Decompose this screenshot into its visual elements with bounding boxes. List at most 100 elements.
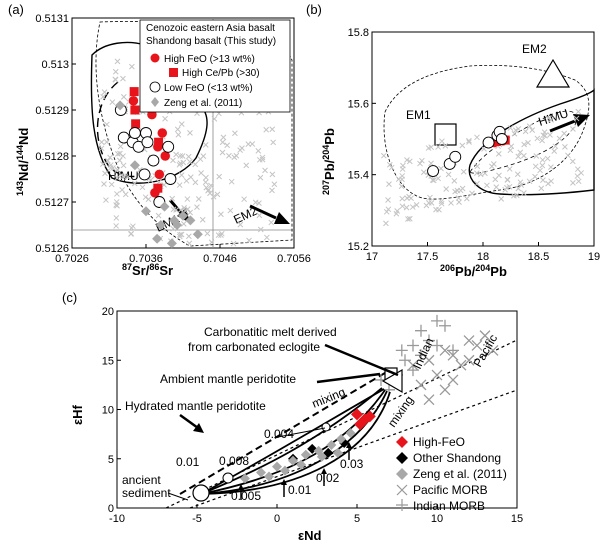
panel-b-bg-point <box>540 177 546 184</box>
panel-a-bg-point <box>176 161 183 168</box>
panel-c-mixing-curve-5 <box>200 388 385 495</box>
panel-a-bg-point <box>269 126 276 133</box>
panel-b-bg-point <box>448 200 454 206</box>
legend-a-zeng: Zeng et al. (2011) <box>164 98 242 109</box>
panel-c-point-s4-7 <box>439 319 451 332</box>
panel-b-bg-point <box>569 158 576 165</box>
panel-a-bg-point <box>120 75 126 82</box>
panel-b-bg-point <box>451 177 458 184</box>
panel-a-bg-point <box>156 179 162 185</box>
panel-c-point-s0-0 <box>351 408 363 421</box>
panel-b-bg-point <box>474 163 481 170</box>
panel-a-point-s3-9 <box>152 233 163 244</box>
panel-b-label: (b) <box>306 2 322 17</box>
panel-c-mixing-label-1: mixing <box>310 385 347 411</box>
panel-a-point-s3-6 <box>185 215 196 226</box>
panel-b-point-s2-0 <box>427 165 439 178</box>
panel-a-bg-point <box>257 174 264 181</box>
panel-a-bg-point <box>104 157 111 164</box>
panel-c-point-s2-13 <box>345 428 356 439</box>
panel-b-bg-point <box>403 204 410 211</box>
panel-a-dashed-curve <box>96 81 151 178</box>
panel-b-bg-point <box>399 173 406 179</box>
panel-a-bg-point <box>243 162 250 169</box>
panel-a-point-s3-11 <box>141 206 151 217</box>
panel-b-bg-point <box>400 162 406 169</box>
panel-b-bg-point <box>545 180 551 187</box>
panel-c-f008-marker <box>222 472 234 484</box>
panel-b-bg-point <box>443 186 450 192</box>
panel-c-frac-arrowhead-2 <box>281 479 287 485</box>
panel-a-point-s2-3 <box>128 127 141 139</box>
panel-a-bg-point <box>173 151 179 158</box>
panel-b-bg-point <box>408 195 414 202</box>
panel-a-bg-point <box>195 196 202 202</box>
panel-c-point-s2-9 <box>264 471 274 482</box>
panel-b-bg-point <box>521 141 527 148</box>
panel-b-bg-point <box>496 172 502 179</box>
panel-b-bg-point <box>460 168 467 175</box>
panel-b-bg-point <box>539 162 546 169</box>
panel-c-f03-label: 0.03 <box>340 457 364 471</box>
legend-c-marker-indian <box>396 499 408 511</box>
panel-b-bg-point <box>454 187 461 194</box>
panel-b-bg-point <box>469 190 475 197</box>
panel-a-bg-point <box>128 225 135 231</box>
panel-b-bg-point <box>526 178 533 185</box>
panel-b-em1-label: EM1 <box>406 108 431 122</box>
panel-a-bg-point <box>202 142 209 148</box>
panel-b-bg-point <box>544 155 551 162</box>
panel-a-bg-point <box>257 226 264 233</box>
panel-c-point-s4-12 <box>447 344 459 357</box>
panel-c-ytick-label-0: 0 <box>108 503 114 515</box>
panel-c-ytick-label-4: 20 <box>102 306 114 318</box>
panel-a-xtick-label-1: 0.7036 <box>129 253 163 265</box>
panel-c-point-s4-4 <box>415 324 427 337</box>
panel-c-point-s2-10 <box>296 459 306 470</box>
panel-a-bg-point <box>264 234 270 241</box>
panel-a-point-s3-7 <box>166 238 177 249</box>
panel-c-point-s4-2 <box>399 354 411 367</box>
panel-a-bg-point <box>128 230 135 237</box>
panel-a-bg-point <box>122 191 129 198</box>
panel-a-bg-point <box>202 179 209 186</box>
panel-b-bg-point <box>386 161 393 168</box>
panel-b-bg-point <box>514 171 521 178</box>
panel-c-mixing-label-2: mixing <box>385 393 416 429</box>
panel-a-bg-point <box>113 223 119 229</box>
panel-c-pacific-label: Pacific <box>470 332 500 370</box>
panel-a-bg-point <box>101 181 107 187</box>
panel-b-bg-point <box>399 203 406 210</box>
panel-a-bg-point <box>98 139 105 145</box>
panel-c-carb-arrow <box>324 343 399 377</box>
panel-c-point-s0-2 <box>354 418 367 431</box>
panel-a-bg-point <box>145 196 152 203</box>
panel-a-bg-point <box>232 130 238 137</box>
panel-c-sediment-label: sediment <box>122 486 171 500</box>
panel-a-bg-point <box>180 221 187 227</box>
panel-a-ytick-label-4: 0.513 <box>41 59 69 71</box>
panel-a-bg-point <box>109 99 116 105</box>
panel-a-bg-point <box>208 239 215 246</box>
panel-a-point-s3-8 <box>159 201 170 212</box>
panel-a-bg-point <box>110 165 116 171</box>
panel-b-bg-point <box>537 167 543 174</box>
panel-a-bg-point <box>255 147 262 154</box>
legend-a-marker-high-feo <box>150 53 160 63</box>
panel-c-point-s3-4 <box>463 335 475 347</box>
panel-c: (c) <box>62 290 523 543</box>
panel-a-bg-point <box>115 151 121 157</box>
panel-b-bg-point <box>541 129 548 135</box>
panel-a-ytick-label-3: 0.5129 <box>35 105 69 117</box>
panel-b-bg-point <box>406 158 413 165</box>
panel-c-ytick-label-2: 10 <box>102 405 114 417</box>
panel-a-point-s1-4 <box>153 183 163 193</box>
panel-c-point-s3-6 <box>479 330 491 342</box>
panel-a-bg-point <box>178 172 185 178</box>
panel-c-xtick-label-0: -10 <box>109 513 125 525</box>
panel-b-bg-point <box>417 160 423 167</box>
panel-a-bg-point <box>200 153 207 160</box>
panel-a-bg-point <box>112 76 119 83</box>
panel-c-point-s4-10 <box>415 349 427 362</box>
panel-b-point-s2-2 <box>449 150 462 163</box>
